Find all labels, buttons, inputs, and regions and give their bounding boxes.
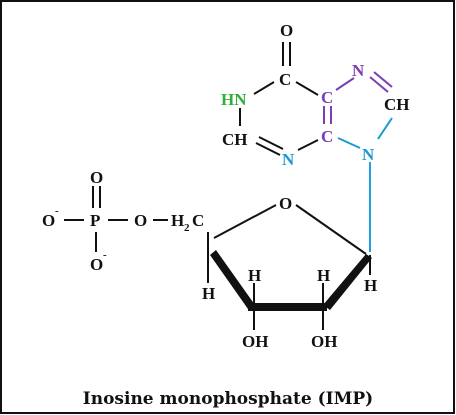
c2p-c1p-wedge (323, 254, 372, 310)
n7-c8-bond-b (373, 71, 393, 88)
phosphate-o-bottom-charge: - (103, 249, 107, 261)
n1-c6-bond (253, 81, 275, 95)
c2p-oh-label: OH (311, 332, 337, 351)
bridge-o-label: O (134, 211, 147, 230)
ribose-bonds (207, 204, 372, 330)
n9-label: N (362, 145, 375, 164)
c3p-h-label: H (248, 266, 261, 285)
c6-c5-bond (295, 81, 319, 96)
c4p-c3p-wedge (210, 250, 255, 309)
c4p-h-label: H (202, 284, 215, 303)
h2c-subscript: 2 (184, 222, 190, 234)
phosphate-o-left-charge: - (55, 205, 59, 217)
c2-n3-bond-a (255, 142, 281, 156)
phosphate-p-label: P (90, 211, 100, 230)
phosphate-bonds (64, 186, 168, 252)
phosphate-o-bottom-label: O (90, 255, 103, 274)
phosphate-o-top-label: O (90, 168, 103, 187)
atom-labels: O C HN C N CH CH N C N O H H H H OH OH O… (42, 21, 410, 351)
c4-label: C (321, 127, 333, 146)
ch2-label: CH (222, 130, 248, 149)
diagram-caption: Inosine monophosphate (IMP) (83, 389, 373, 409)
purine-bonds (239, 42, 393, 252)
c2-n3-bond-b (258, 136, 284, 150)
c4-n9-bond (337, 137, 361, 149)
c4p-o-bond (213, 204, 277, 239)
h2c-c-label: C (192, 211, 204, 230)
c8-n9-bond (377, 117, 393, 140)
hn-label: HN (221, 90, 247, 109)
n7-c8-bond-a (369, 76, 389, 93)
n3-c4-bond (297, 139, 319, 151)
c5-n7-bond (335, 77, 355, 91)
c3p-oh-label: OH (242, 332, 268, 351)
c2p-h-label: H (317, 266, 330, 285)
o-c1p-bond (295, 204, 367, 255)
c3p-c2p-front-bond (248, 303, 327, 311)
h2c-h-label: H (171, 211, 184, 230)
carbonyl-o-label: O (280, 21, 293, 40)
carbonyl-c-label: C (279, 70, 291, 89)
phosphate-o-left-label: O (42, 211, 55, 230)
c5-label: C (321, 88, 333, 107)
c1p-h-label: H (364, 276, 377, 295)
ch8-label: CH (384, 95, 410, 114)
n7-label: N (352, 61, 365, 80)
ring-o-label: O (279, 194, 292, 213)
n3-label: N (282, 150, 295, 169)
